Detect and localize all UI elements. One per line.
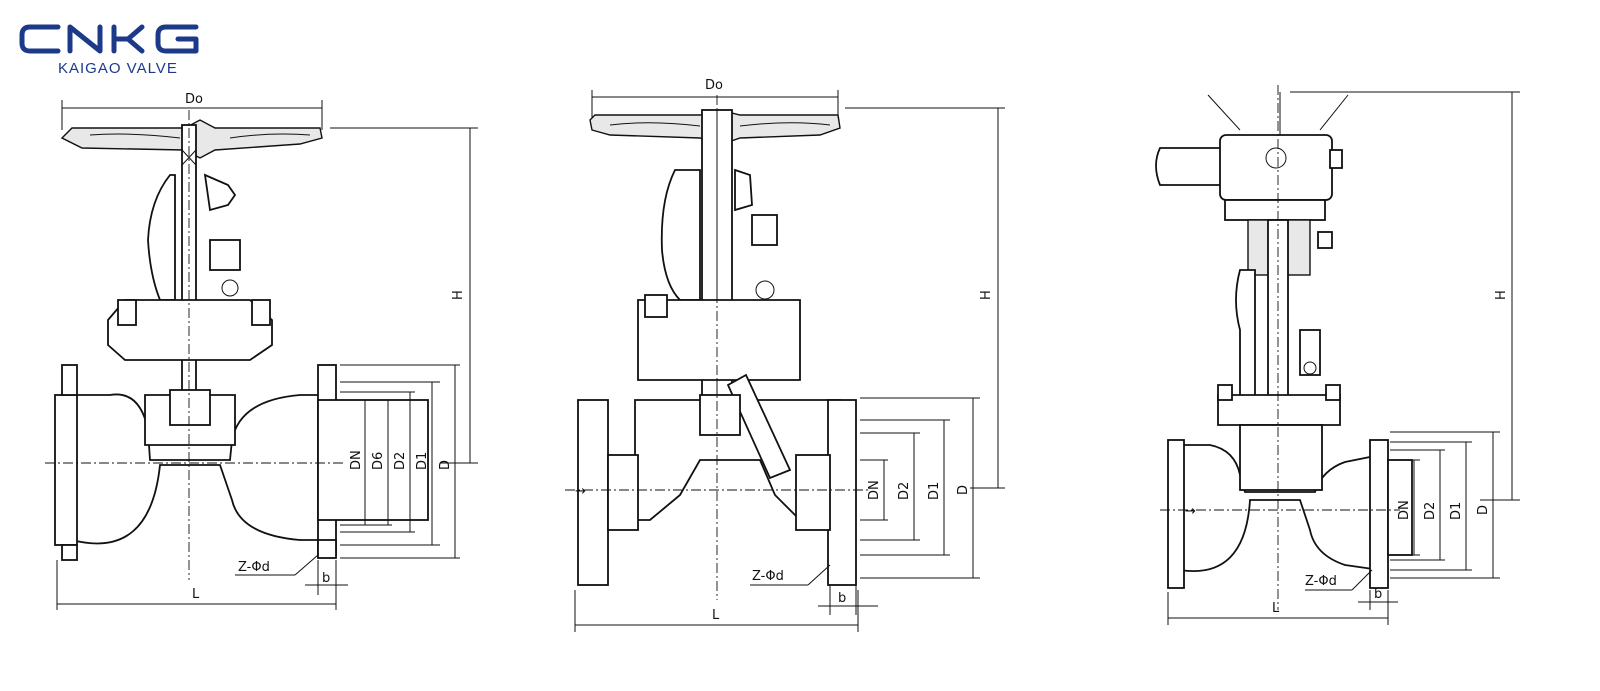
dim-h-2: H bbox=[979, 290, 994, 300]
dim-d2-2: D2 bbox=[897, 482, 912, 500]
dim-d2-3: D2 bbox=[1423, 502, 1438, 520]
cnkg-logo-mark bbox=[19, 24, 199, 54]
dim-d2-1: D2 bbox=[393, 452, 408, 470]
valve-drawing-2: → Do H DN D2 D1 D Z-Φd b bbox=[565, 78, 1005, 632]
dim-d1-1: D1 bbox=[415, 452, 430, 470]
dim-l-1: L bbox=[192, 587, 200, 602]
dim-b-2: b bbox=[838, 591, 846, 606]
dim-d-1: D bbox=[438, 460, 453, 470]
dim-d-3: D bbox=[1476, 505, 1491, 515]
dim-do-2: Do bbox=[705, 78, 723, 93]
dim-z-1: Z-Φd bbox=[238, 560, 270, 575]
dim-dn-2: DN bbox=[867, 480, 882, 500]
dim-b-3: b bbox=[1374, 587, 1382, 602]
dim-z-3: Z-Φd bbox=[1305, 574, 1337, 589]
brand-tagline: KAIGAO VALVE bbox=[58, 60, 178, 77]
dim-dn-1: DN bbox=[349, 450, 364, 470]
valve-drawing-1: Do H DN D6 D2 D1 D Z-Φd b L bbox=[45, 92, 478, 610]
dim-dn-3: DN bbox=[1397, 500, 1412, 520]
dim-b-1: b bbox=[322, 571, 330, 586]
valve-drawing-3: → H DN D2 D1 D Z-Φd b L bbox=[1155, 85, 1520, 625]
dim-l-3: L bbox=[1272, 601, 1280, 616]
dim-d1-2: D1 bbox=[927, 482, 942, 500]
dim-d-2: D bbox=[956, 485, 971, 495]
dim-l-2: L bbox=[712, 608, 720, 623]
dim-do-1: Do bbox=[185, 92, 203, 107]
dim-h-3: H bbox=[1494, 290, 1509, 300]
dim-d6-1: D6 bbox=[371, 452, 386, 470]
dim-h-1: H bbox=[451, 290, 466, 300]
dim-z-2: Z-Φd bbox=[752, 569, 784, 584]
svg-text:→: → bbox=[1185, 504, 1196, 519]
svg-text:→: → bbox=[575, 484, 586, 499]
dim-d1-3: D1 bbox=[1449, 502, 1464, 520]
brand-logo bbox=[18, 22, 228, 82]
